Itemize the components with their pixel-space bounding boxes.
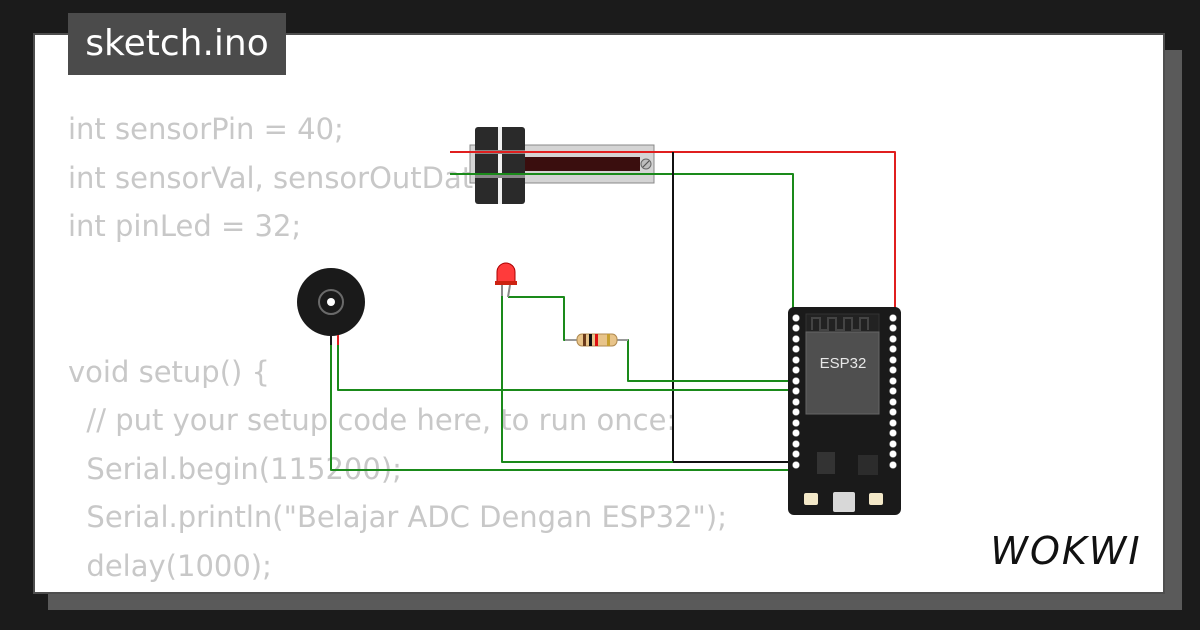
esp32-right-pins [889,314,897,469]
code-line-9: Serial.println("Belajar ADC Dengan ESP32… [68,500,727,534]
code-line-1: int sensorPin = 40; [68,112,344,146]
code-line-10: delay(1000); [68,548,272,583]
esp32-board[interactable]: ESP32 [788,307,901,515]
code-card: int sensorPin = 40;int sensorVal, sensor… [33,33,1165,594]
esp32-chip-label: ESP32 [820,355,867,372]
file-tab-label: sketch.ino [85,23,269,64]
code-line-11: } [68,590,727,592]
wokwi-logo-text: WOKWI [990,529,1141,573]
red-led[interactable] [495,262,517,298]
file-tab[interactable]: sketch.ino [68,13,286,75]
piezo-buzzer[interactable] [297,268,365,345]
code-line-4 [68,251,727,300]
code-line-6: void setup() { [68,354,270,389]
resistor[interactable] [565,333,628,347]
code-line-7: // put your setup code here, to run once… [68,403,677,437]
esp32-left-pins [792,314,800,469]
code-line-8: Serial.begin(115200); [68,451,402,486]
wokwi-logo[interactable]: WOKWI [978,520,1153,580]
code-line-5 [68,299,727,348]
code-line-3: int pinLed = 32; [68,209,302,243]
